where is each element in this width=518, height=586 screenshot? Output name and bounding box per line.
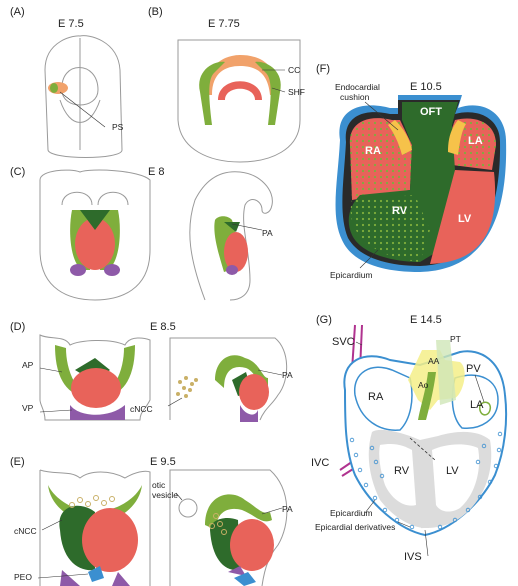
panel-b-stage: E 7.75 [208, 18, 240, 30]
cardiac-crescent [205, 55, 278, 95]
otic-vesicle [179, 499, 197, 517]
e75-embryo-outline [45, 36, 122, 158]
f-endo-label-2: cushion [340, 92, 370, 102]
panel-b-label: (B) [148, 6, 163, 18]
panel-g-label: (G) [316, 314, 332, 326]
e-pa-leader [262, 508, 282, 514]
g-ao-label: Ao [418, 380, 429, 390]
fhf-crescent [218, 81, 262, 100]
g-la-label: LA [470, 399, 484, 411]
g-lv-label: LV [446, 465, 459, 477]
panel-d-label: (D) [10, 321, 25, 333]
f-ra-label: RA [365, 145, 381, 157]
f-lv-label: LV [458, 213, 472, 225]
vp-leader [40, 410, 72, 412]
vp-label: VP [22, 403, 34, 413]
g-aa-label: AA [428, 356, 440, 366]
panel-f-label: (F) [316, 63, 330, 75]
e-pa-label: PA [282, 504, 293, 514]
e95-cncc-dots [70, 496, 115, 508]
f-endo-label-1: Endocardial [335, 82, 380, 92]
panel-c: (C) E 8 PA [10, 166, 273, 300]
g-pv-label: PV [466, 363, 481, 375]
f-oft-label: OFT [420, 106, 442, 118]
panel-e: (E) E 9.5 cNCC PEO otic vesicle PA [10, 456, 293, 586]
otic-label-2: vesicle [152, 490, 178, 500]
e8-side-inflow [226, 265, 238, 275]
g-ivs [423, 445, 425, 528]
panel-g: (G) E 14.5 SVC IVC P [311, 314, 506, 563]
g-rv-label: RV [394, 465, 410, 477]
panel-d: (D) E 8.5 AP VP cNCC PA [10, 321, 293, 422]
ps-leader [60, 92, 105, 127]
e8-inflow-left [70, 264, 86, 276]
g-epider-label: Epicardial derivatives [315, 522, 395, 532]
panel-f: (F) E 10.5 OFT RA LA RV LV Endocardial c… [316, 63, 506, 280]
g-ivc-label: IVC [311, 457, 329, 469]
panel-b: (B) E 7.75 CC SHF [148, 6, 305, 162]
panel-a-label: (A) [10, 6, 25, 18]
f-la-label: LA [468, 135, 483, 147]
e-cncc-leader [42, 520, 62, 530]
shf-label: SHF [288, 87, 305, 97]
cncc-dots [176, 376, 198, 398]
e95-sv-left [60, 570, 80, 586]
g-epi-label: Epicardium [330, 508, 373, 518]
ps-label: PS [112, 122, 124, 132]
panel-a-stage: E 7.5 [58, 18, 84, 30]
g-svc-label: SVC [332, 336, 355, 348]
e95-side-lv [230, 519, 274, 571]
g-ra-label: RA [368, 391, 384, 403]
panel-d-stage: E 8.5 [150, 321, 176, 333]
f-rv-label: RV [392, 205, 408, 217]
e8-side-heart [224, 232, 248, 272]
cc-label: CC [288, 65, 300, 75]
ps-green-region [50, 83, 58, 93]
panel-c-label: (C) [10, 166, 25, 178]
panel-g-stage: E 14.5 [410, 314, 442, 326]
e85-side-heart [239, 374, 269, 410]
peo-label: PEO [14, 572, 32, 582]
panel-f-stage: E 10.5 [410, 81, 442, 93]
e95-sv-right [112, 572, 130, 586]
f-epi-label: Epicardium [330, 270, 373, 280]
otic-label-1: otic [152, 480, 166, 490]
e8-inflow-right [104, 264, 120, 276]
g-ivs-label: IVS [404, 551, 422, 563]
e8-head-folds [62, 192, 128, 205]
e-cncc-label: cNCC [14, 526, 37, 536]
g-pt-label: PT [450, 334, 461, 344]
panel-a: (A) E 7.5 PS [10, 6, 124, 158]
d-cncc-label: cNCC [130, 404, 153, 414]
panel-c-stage: E 8 [148, 166, 165, 178]
e95-lv [82, 508, 138, 572]
d-pa-label: PA [282, 370, 293, 380]
e8-pa-label: PA [262, 228, 273, 238]
e85-heart [71, 368, 121, 408]
panel-e-label: (E) [10, 456, 25, 468]
panel-e-stage: E 9.5 [150, 456, 176, 468]
e95-side-peo [234, 572, 256, 586]
ap-label: AP [22, 360, 34, 370]
